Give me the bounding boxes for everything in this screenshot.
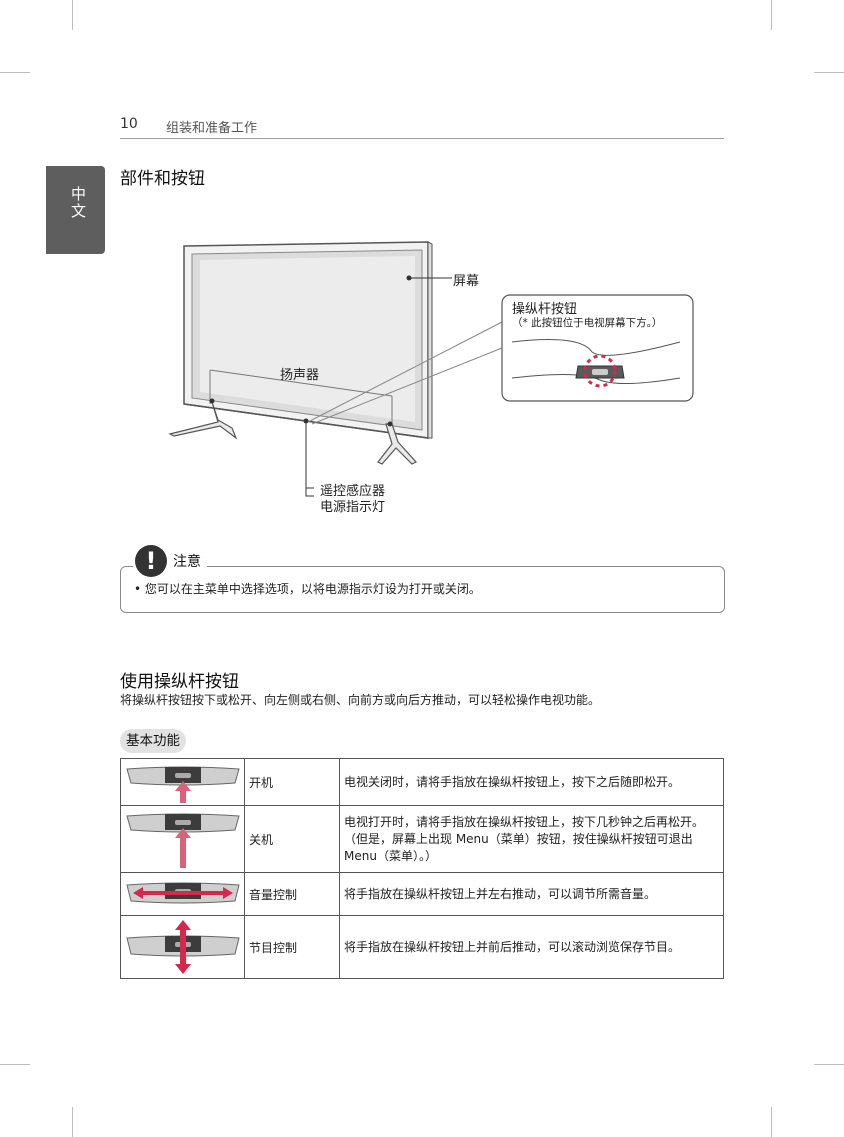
joystick-callout-title: 操纵杆按钮: [512, 302, 578, 317]
page-header: 10 组装和准备工作: [120, 116, 724, 139]
note-text: • 您可以在主菜单中选择选项，以将电源指示灯设为打开或关闭。: [134, 582, 481, 596]
function-description: 电视关闭时，请将手指放在操纵杆按钮上，按下之后随即松开。: [339, 758, 724, 806]
function-name: 开机: [244, 758, 340, 806]
screen-label: 屏幕: [453, 274, 480, 289]
page-number: 10: [120, 116, 138, 132]
power-indicator-label: 电源指示灯: [320, 500, 386, 515]
joystick-section-description: 将操纵杆按钮按下或松开、向左侧或右侧、向前方或向后方推动，可以轻松操作电视功能。: [120, 693, 601, 707]
table-row: 开机 电视关闭时，请将手指放在操纵杆按钮上，按下之后随即松开。: [120, 758, 724, 806]
basic-functions-tag: 基本功能: [120, 729, 186, 753]
speaker-label: 扬声器: [280, 368, 320, 383]
table-row: 关机 电视打开时，请将手指放在操纵杆按钮上，按下几秒钟之后再松开。 （但是，屏幕…: [120, 805, 724, 873]
section-name: 组装和准备工作: [166, 121, 258, 136]
function-icon-cell: [120, 872, 245, 916]
function-icon-cell: [120, 758, 245, 806]
basic-functions-table: 开机 电视关闭时，请将手指放在操纵杆按钮上，按下之后随即松开。 关机 电视打开时…: [120, 758, 724, 979]
tv-illustration: [168, 241, 694, 497]
remote-sensor-label: 遥控感应器: [320, 484, 386, 499]
crop-mark: [771, 0, 772, 30]
note-heading: ! 注意: [133, 543, 207, 579]
exclamation-icon: !: [135, 545, 167, 577]
joystick-section-title: 使用操纵杆按钮: [120, 672, 239, 692]
function-description: 将手指放在操纵杆按钮上并左右推动，可以调节所需音量。: [339, 872, 724, 916]
function-name: 节目控制: [244, 915, 340, 979]
function-description: 将手指放在操纵杆按钮上并前后推动，可以滚动浏览保存节目。: [339, 915, 724, 979]
crop-mark: [72, 1107, 73, 1137]
language-tab: 中文: [46, 166, 105, 254]
crop-mark: [0, 72, 30, 73]
parts-title: 部件和按钮: [120, 169, 205, 189]
crop-mark: [814, 1064, 844, 1065]
function-icon-cell: [120, 805, 245, 873]
language-tab-label: 中文: [69, 186, 87, 220]
function-name: 音量控制: [244, 872, 340, 916]
joystick-callout-note: （* 此按钮位于电视屏幕下方。）: [512, 317, 663, 329]
arrow-up-long-icon: [126, 813, 240, 868]
crop-mark: [771, 1107, 772, 1137]
note-label: 注意: [173, 554, 201, 570]
tv-diagram: 屏幕 扬声器 遥控感应器 电源指示灯 操纵杆按钮 （* 此按钮位于电视屏幕下方。…: [160, 238, 700, 518]
arrow-up-down-icon: [126, 920, 240, 974]
function-icon-cell: [120, 915, 245, 979]
crop-mark: [0, 1064, 30, 1065]
note-box: [120, 566, 725, 613]
function-name: 关机: [244, 805, 340, 873]
table-row: 音量控制 将手指放在操纵杆按钮上并左右推动，可以调节所需音量。: [120, 872, 724, 916]
crop-mark: [72, 0, 73, 30]
table-row: 节目控制 将手指放在操纵杆按钮上并前后推动，可以滚动浏览保存节目。: [120, 915, 724, 979]
crop-mark: [814, 72, 844, 73]
arrow-left-right-icon: [126, 882, 240, 904]
arrow-up-short-icon: [126, 766, 240, 803]
function-description: 电视打开时，请将手指放在操纵杆按钮上，按下几秒钟之后再松开。 （但是，屏幕上出现…: [339, 805, 724, 873]
